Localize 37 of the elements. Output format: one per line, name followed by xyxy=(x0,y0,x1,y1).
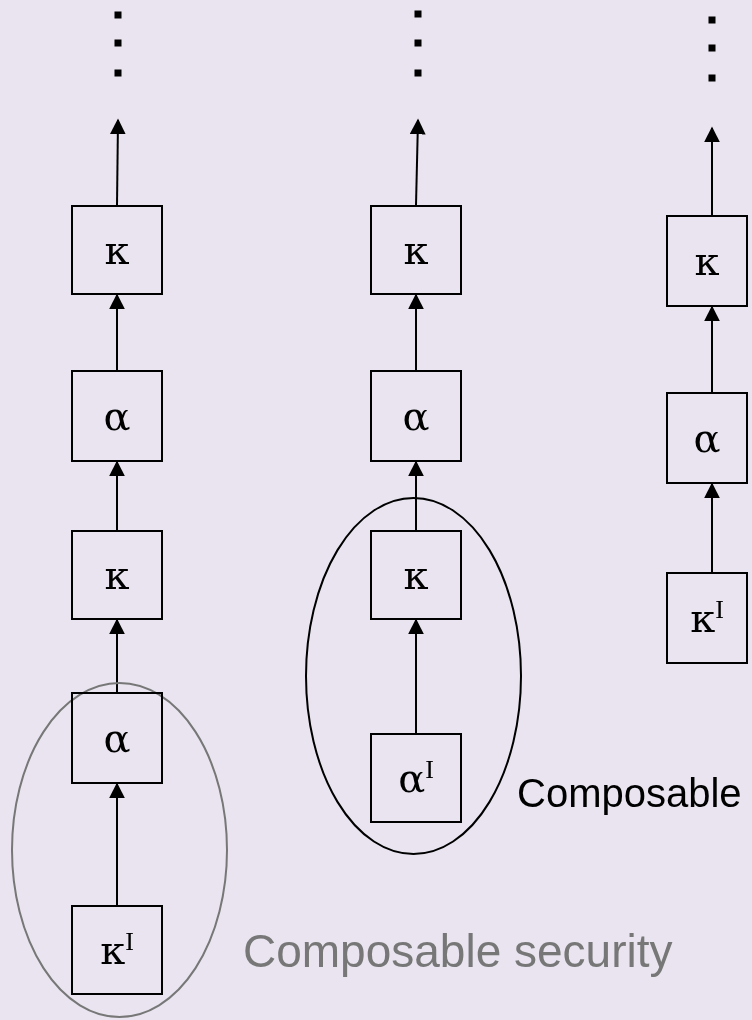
symbol-box xyxy=(666,392,748,484)
greek-symbol: κ$^{I}$ xyxy=(690,598,724,638)
arrow xyxy=(109,118,126,206)
greek-symbol: κ$^{I}$ xyxy=(100,930,134,970)
greek-symbol: κ xyxy=(403,555,429,595)
symbol-box xyxy=(666,215,748,307)
arrow xyxy=(109,460,125,531)
arrow xyxy=(704,305,720,393)
symbol-box xyxy=(71,692,163,784)
arrow xyxy=(408,293,424,371)
greek-symbol: κ xyxy=(104,230,130,270)
symbol-box xyxy=(370,530,462,620)
arrow xyxy=(109,782,125,906)
symbol-box xyxy=(370,733,462,823)
symbol-box xyxy=(370,205,462,295)
arrow xyxy=(109,293,125,371)
arrow xyxy=(408,460,424,531)
greek-symbol: κ xyxy=(104,555,130,595)
symbol-box xyxy=(370,370,462,462)
symbol-box xyxy=(71,370,163,462)
arrow xyxy=(408,618,424,734)
greek-symbol: κ xyxy=(403,230,429,270)
symbol-box xyxy=(71,205,163,295)
symbol-box xyxy=(666,572,748,664)
greek-symbol: α xyxy=(693,418,721,458)
caption-text: Composable xyxy=(517,773,742,813)
greek-symbol: κ xyxy=(694,241,720,281)
greek-symbol: α xyxy=(103,396,131,436)
symbol-box xyxy=(71,530,163,620)
arrow xyxy=(109,618,125,693)
symbol-box xyxy=(71,905,163,995)
greek-symbol: α xyxy=(402,396,430,436)
arrow xyxy=(409,118,426,206)
greek-symbol: α$^{I}$ xyxy=(398,758,434,798)
arrow xyxy=(704,126,720,216)
arrow xyxy=(704,482,720,573)
greek-symbol: α xyxy=(103,718,131,758)
